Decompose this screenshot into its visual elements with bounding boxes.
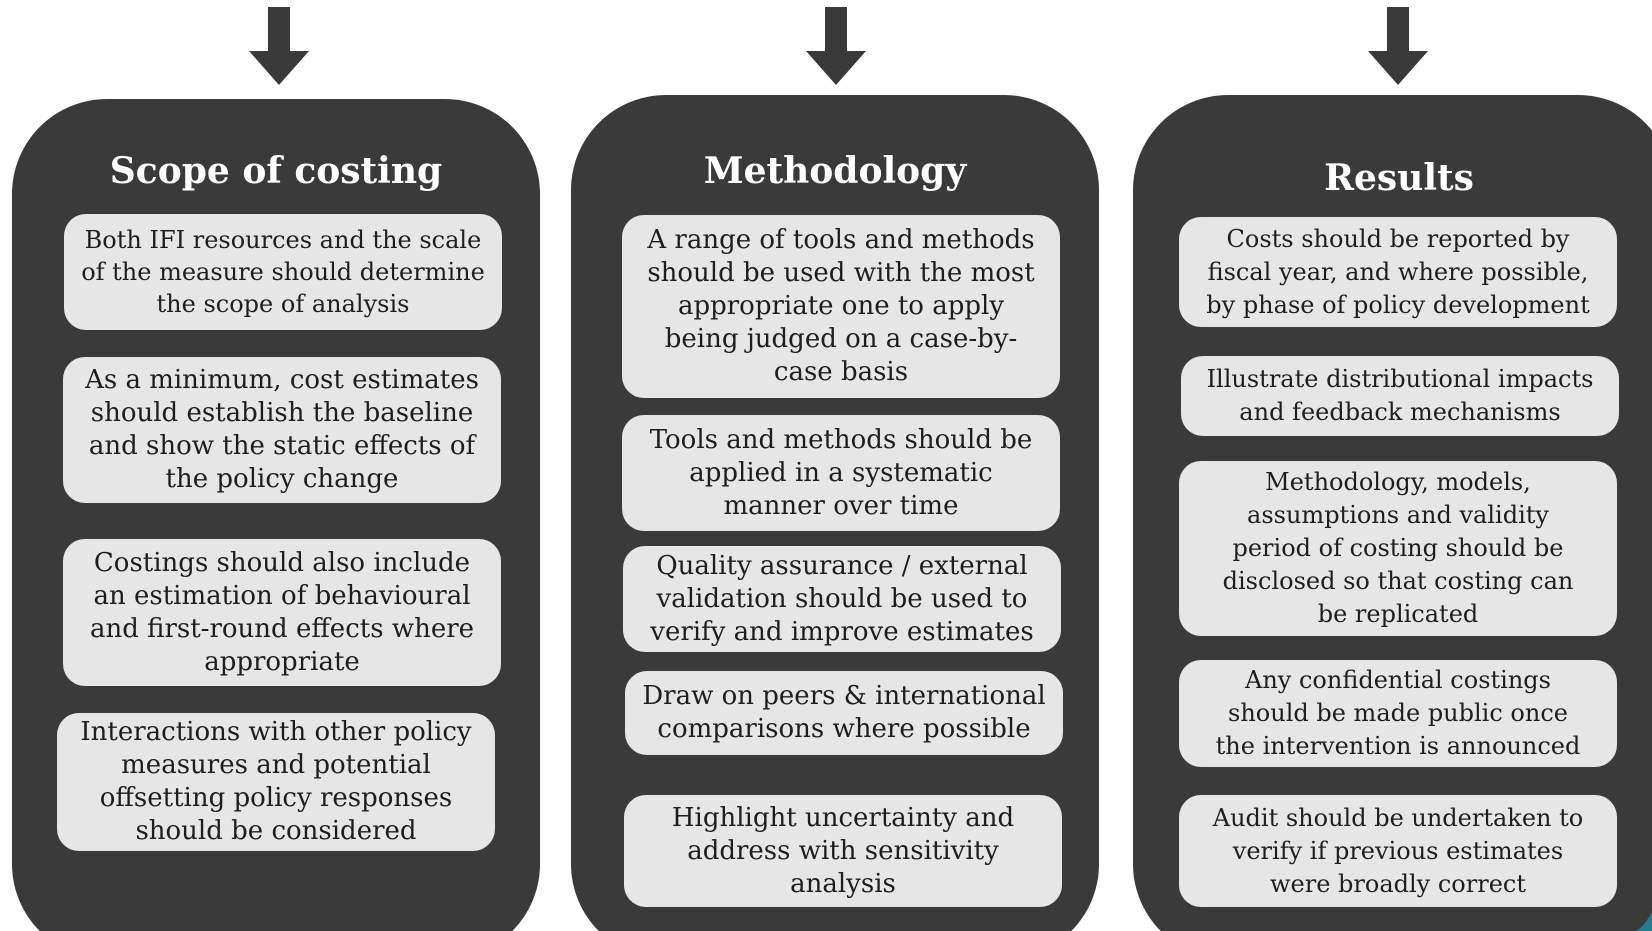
list-item: Interactions with other policy measures … <box>57 713 495 851</box>
list-item: Audit should be undertaken to verify if … <box>1179 795 1617 907</box>
list-item: Draw on peers & international comparison… <box>625 671 1063 755</box>
corner-accent-icon <box>1636 911 1652 931</box>
list-item: Costs should be reported by fiscal year,… <box>1179 217 1617 327</box>
list-item: As a minimum, cost estimates should esta… <box>63 357 501 503</box>
list-item: Costings should also include an estimati… <box>63 539 501 686</box>
panel-scope-of-costing: Scope of costing Both IFI resources and … <box>12 99 540 931</box>
panel-title: Methodology <box>703 150 967 192</box>
list-item: Illustrate distributional impacts and fe… <box>1181 356 1619 436</box>
panel-results: Results Costs should be reported by fisc… <box>1133 95 1652 931</box>
panel-title: Results <box>1324 157 1474 199</box>
list-item: Tools and methods should be applied in a… <box>622 415 1060 531</box>
panel-methodology: Methodology A range of tools and methods… <box>571 95 1099 931</box>
down-arrow-icon <box>1368 7 1428 85</box>
list-item: Both IFI resources and the scale of the … <box>64 214 502 330</box>
list-item: Methodology, models, assumptions and val… <box>1179 461 1617 636</box>
list-item: Highlight uncertainty and address with s… <box>624 795 1062 907</box>
list-item: Quality assurance / external validation … <box>623 546 1061 652</box>
list-item: A range of tools and methods should be u… <box>622 215 1060 398</box>
down-arrow-icon <box>249 7 309 85</box>
panel-title: Scope of costing <box>109 150 443 192</box>
down-arrow-icon <box>806 7 866 85</box>
list-item: Any confidential costings should be made… <box>1179 660 1617 767</box>
